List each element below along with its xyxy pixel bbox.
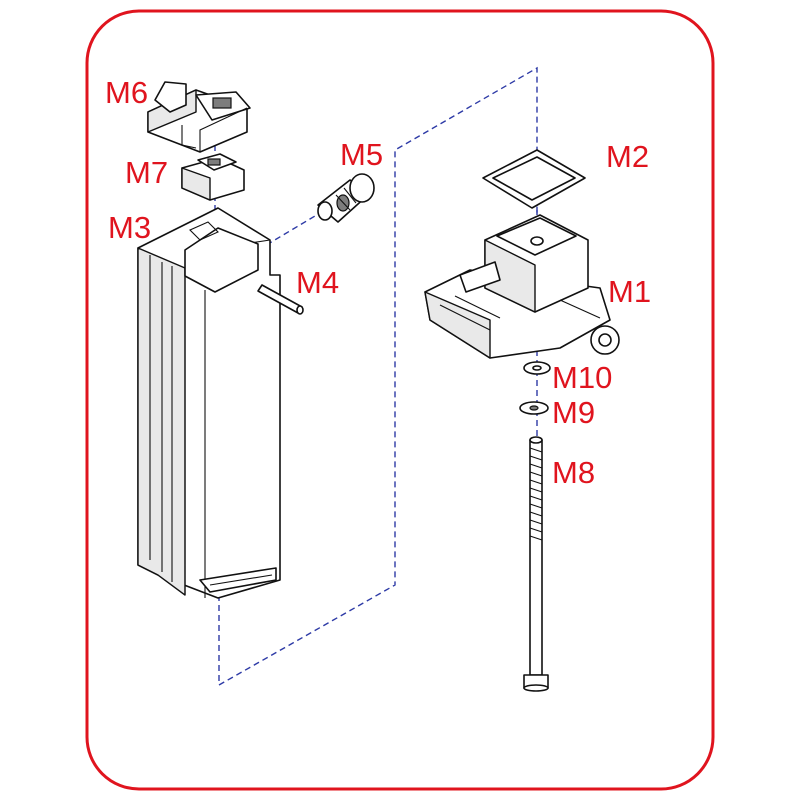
part-m6 <box>147 81 251 153</box>
part-m9 <box>519 401 549 415</box>
label-m8: M8 <box>552 455 595 490</box>
part-m3 <box>137 207 281 599</box>
label-m6: M6 <box>105 75 148 110</box>
part-m5 <box>317 173 375 223</box>
label-m2: M2 <box>606 139 649 174</box>
part-m8 <box>523 436 549 692</box>
part-m10 <box>523 361 551 375</box>
label-m1: M1 <box>608 274 651 309</box>
label-m5: M5 <box>340 137 383 172</box>
part-m4 <box>257 284 304 315</box>
part-m2 <box>482 149 586 209</box>
label-m7: M7 <box>125 155 168 190</box>
label-m10: M10 <box>552 360 612 395</box>
part-labels: M6 M7 M3 M4 M5 M2 M1 M10 M9 M8 <box>105 75 651 490</box>
label-m9: M9 <box>552 395 595 430</box>
guide-line-m3-m5 <box>218 66 538 687</box>
label-m3: M3 <box>108 210 151 245</box>
part-m1 <box>424 214 620 359</box>
diagram-frame <box>85 9 715 791</box>
label-m4: M4 <box>296 265 339 300</box>
part-m7 <box>181 153 245 201</box>
